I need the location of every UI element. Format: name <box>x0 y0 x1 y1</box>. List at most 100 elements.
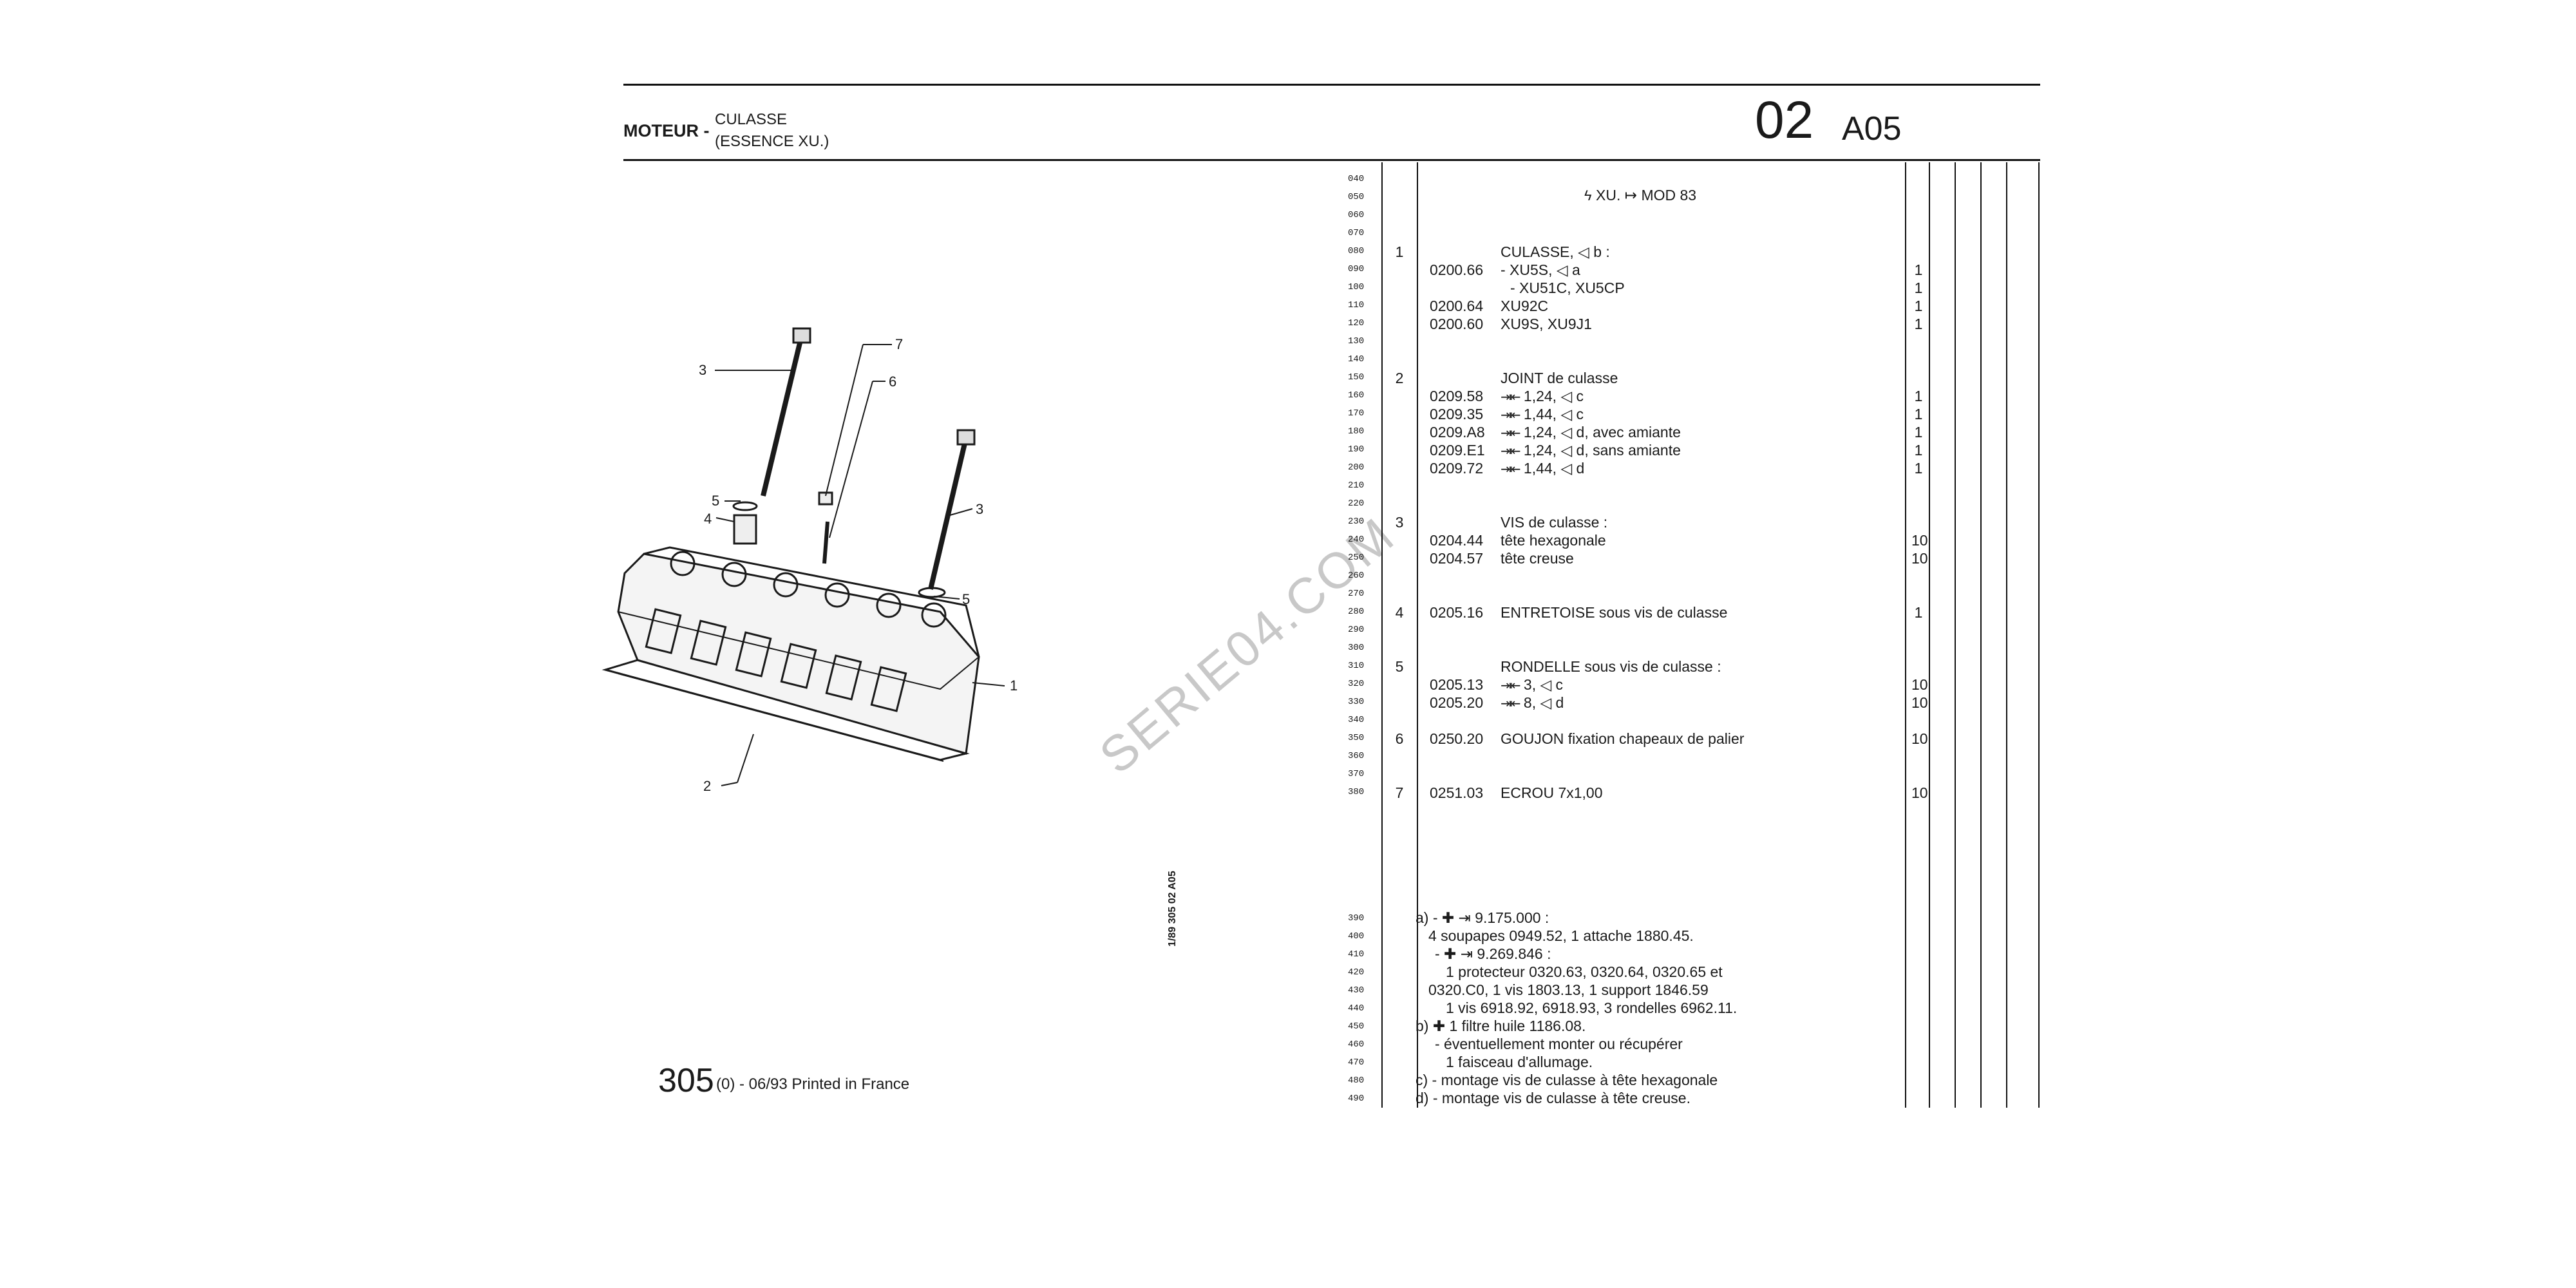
footnote-line: 4 soupapes 0949.52, 1 attache 1880.45. <box>1428 927 1694 944</box>
part-description: tête creuse <box>1501 550 1574 567</box>
line-number: 230 <box>1348 516 1365 527</box>
part-description: ⇥⇤ 1,44, ◁ c <box>1501 406 1901 423</box>
footnote-line: 1 protecteur 0320.63, 0320.64, 0320.65 e… <box>1446 963 1723 980</box>
quantity: 1 <box>1914 424 1923 440</box>
line-number: 080 <box>1348 246 1365 256</box>
column-rule-qty-left <box>1905 162 1906 1108</box>
nut-shape <box>818 491 833 506</box>
line-number: 180 <box>1348 426 1365 437</box>
callout-3-right: 3 <box>976 501 983 517</box>
part-description: - XU51C, XU5CP <box>1510 279 1625 296</box>
line-number: 110 <box>1348 300 1365 310</box>
part-description: ⇥⇤ 1,24, ◁ d, avec amiante <box>1501 424 1901 441</box>
quantity: 10 <box>1911 730 1928 747</box>
top-note-text: XU. ↦ MOD 83 <box>1596 187 1697 204</box>
note-line-number: 460 <box>1348 1039 1365 1050</box>
thickness-icon: ⇥⇤ <box>1501 462 1520 477</box>
quantity: 1 <box>1914 316 1923 332</box>
head-bolt-left <box>761 334 804 497</box>
section-label: MOTEUR - <box>623 121 710 140</box>
footnote-line: b) ✚ 1 filtre huile 1186.08. <box>1416 1018 1586 1034</box>
line-number: 040 <box>1348 174 1365 184</box>
quantity: 1 <box>1914 279 1923 296</box>
line-number: 240 <box>1348 535 1365 545</box>
part-number: 0200.60 <box>1430 316 1484 332</box>
part-number: 0250.20 <box>1430 730 1484 747</box>
part-description: RONDELLE sous vis de culasse : <box>1501 658 1721 675</box>
column-rule-extra-4 <box>2038 162 2040 1108</box>
page-number: 305 <box>658 1062 714 1099</box>
line-number: 070 <box>1348 228 1365 238</box>
footnote-line: c) - montage vis de culasse à tête hexag… <box>1416 1072 1718 1088</box>
top-note: ϟ XU. ↦ MOD 83 <box>1584 187 1696 204</box>
part-number: 0200.66 <box>1430 261 1484 278</box>
part-number: 0205.13 <box>1430 676 1484 693</box>
stud-shape <box>822 521 829 564</box>
quantity: 1 <box>1914 261 1923 278</box>
part-number: 0251.03 <box>1430 784 1484 801</box>
note-line-number: 400 <box>1348 931 1365 942</box>
column-rule-extra-1 <box>1955 162 1956 1108</box>
part-number: 0204.57 <box>1430 550 1484 567</box>
part-description: ECROU 7x1,00 <box>1501 784 1603 801</box>
line-number: 050 <box>1348 192 1365 202</box>
footnote-line: 1 faisceau d'allumage. <box>1446 1054 1593 1070</box>
part-description: ⇥⇤ 1,44, ◁ d <box>1501 460 1901 477</box>
part-number: 0205.20 <box>1430 694 1484 711</box>
part-description-text: 8, ◁ d <box>1523 694 1564 711</box>
line-number: 100 <box>1348 282 1365 292</box>
head-bolt-right <box>928 437 969 590</box>
part-description: XU92C <box>1501 298 1549 314</box>
thickness-icon: ⇥⇤ <box>1501 426 1520 440</box>
lightning-icon: ϟ <box>1584 187 1592 204</box>
quantity: 1 <box>1914 604 1923 621</box>
column-rule-ref <box>1417 162 1418 1108</box>
part-description: JOINT de culasse <box>1501 370 1618 386</box>
title-line-1: CULASSE <box>715 111 788 128</box>
vertical-doc-code: 1/89 305 02 A05 <box>1167 871 1178 947</box>
header-top-rule <box>623 84 2040 86</box>
part-description: XU9S, XU9J1 <box>1501 316 1592 332</box>
header-bottom-rule <box>623 159 2040 161</box>
callout-5-right: 5 <box>962 591 970 607</box>
part-number: 0209.35 <box>1430 406 1484 422</box>
thickness-icon: ⇥⇤ <box>1501 679 1520 693</box>
part-description: CULASSE, ◁ b : <box>1501 243 1610 260</box>
footnote-line: a) - ✚ ⇥ 9.175.000 : <box>1416 909 1549 926</box>
line-number: 260 <box>1348 571 1365 581</box>
thickness-icon: ⇥⇤ <box>1501 408 1520 422</box>
part-description-text: 1,24, ◁ d, sans amiante <box>1523 442 1681 459</box>
quantity: 1 <box>1914 406 1923 422</box>
part-description-text: 1,24, ◁ d, avec amiante <box>1523 424 1681 440</box>
part-number: 0209.58 <box>1430 388 1484 404</box>
part-description: GOUJON fixation chapeaux de palier <box>1501 730 1745 747</box>
quantity: 1 <box>1914 460 1923 477</box>
thickness-icon: ⇥⇤ <box>1501 444 1520 459</box>
line-number: 330 <box>1348 697 1365 707</box>
line-number: 270 <box>1348 589 1365 599</box>
note-line-number: 420 <box>1348 967 1365 978</box>
part-description: tête hexagonale <box>1501 532 1606 549</box>
line-number: 280 <box>1348 607 1365 617</box>
quantity: 10 <box>1911 532 1928 549</box>
line-number: 320 <box>1348 679 1365 689</box>
line-number: 370 <box>1348 769 1365 779</box>
part-number: 0209.72 <box>1430 460 1484 477</box>
note-line-number: 430 <box>1348 985 1365 996</box>
line-number: 190 <box>1348 444 1365 455</box>
ref-number: 3 <box>1395 514 1404 531</box>
line-number: 290 <box>1348 625 1365 635</box>
footnote-line: 0320.C0, 1 vis 1803.13, 1 support 1846.5… <box>1428 981 1709 998</box>
line-number: 120 <box>1348 318 1365 328</box>
callout-6: 6 <box>889 374 896 390</box>
line-number: 220 <box>1348 498 1365 509</box>
line-number: 170 <box>1348 408 1365 419</box>
line-number: 380 <box>1348 787 1365 797</box>
part-number: 0209.A8 <box>1430 424 1485 440</box>
line-number: 060 <box>1348 210 1365 220</box>
callout-5-left: 5 <box>712 493 719 509</box>
line-number: 130 <box>1348 336 1365 346</box>
callout-1: 1 <box>1010 677 1018 694</box>
callout-4: 4 <box>704 511 712 527</box>
column-rule-qty-right <box>1929 162 1930 1108</box>
